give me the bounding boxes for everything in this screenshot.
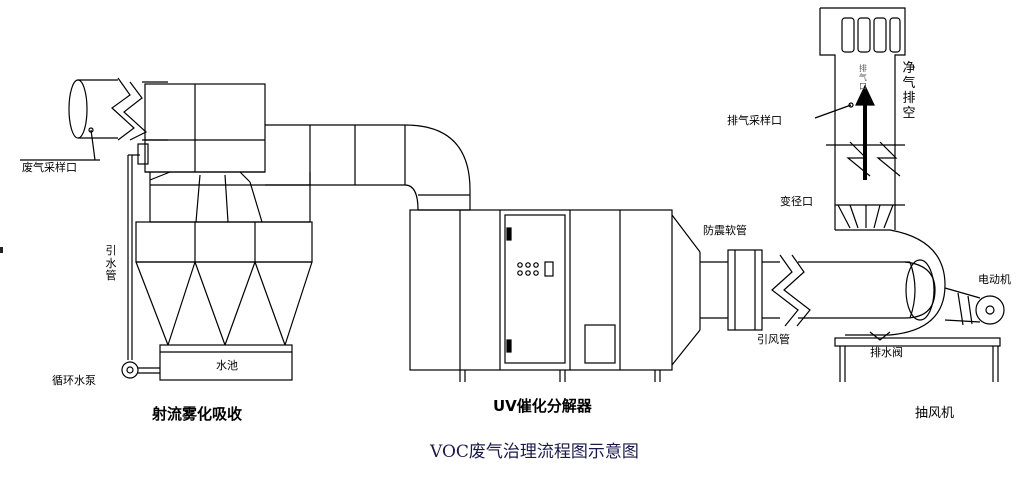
- water-pipe-label: 引水管: [105, 244, 117, 283]
- uv-unit: [409, 209, 701, 382]
- uv-section-label: UV催化分解器: [493, 397, 592, 415]
- exhaust-sampling-label: 排气采样口: [727, 114, 782, 127]
- drain-valve-label: 排水阀: [870, 346, 903, 359]
- fan-section-label: 抽风机: [915, 406, 955, 421]
- scrubber-tower: [135, 83, 313, 381]
- clean-exhaust-label: 净气排空: [902, 61, 916, 121]
- scrubber-section-label: 射流雾化吸收: [152, 405, 243, 423]
- water-pipe: [121, 154, 160, 379]
- motor-label: 电动机: [978, 273, 1011, 286]
- outlet-duct: [700, 249, 910, 331]
- anti-vibration-hose-label: 防震软管: [703, 224, 747, 237]
- water-pool-label: 水池: [216, 359, 238, 372]
- chimney: [814, 7, 906, 230]
- diagram-title: VOC废气治理流程图示意图: [430, 442, 639, 462]
- waste-gas-sampling-label: 废气采样口: [22, 161, 77, 174]
- inlet-pipe: [20, 77, 168, 161]
- circulating-pump-label: 循环水泵: [52, 374, 96, 387]
- connecting-duct: [265, 124, 471, 211]
- chimney-text: 排气口: [859, 64, 867, 92]
- fan: [834, 229, 1005, 382]
- reducer-label: 变径口: [780, 195, 813, 208]
- air-duct-label: 引风管: [757, 333, 790, 346]
